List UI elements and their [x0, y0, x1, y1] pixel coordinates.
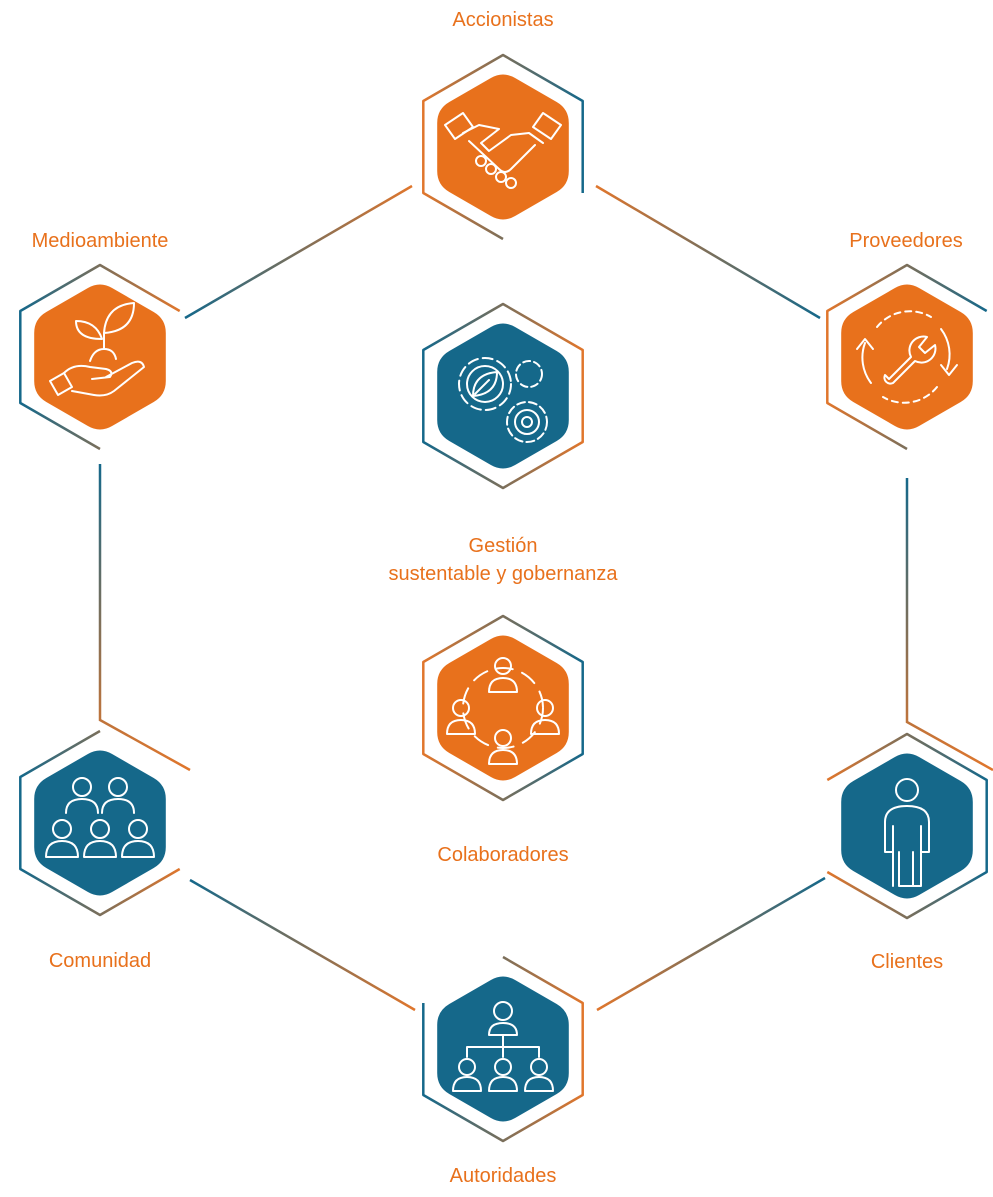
connector-accionistas-proveedores: [595, 184, 821, 320]
node-comunidad: [19, 729, 181, 917]
node-accionistas: [422, 53, 584, 241]
label-gestion-line2: sustentable y gobernanza: [388, 563, 618, 585]
handshake-icon: [444, 112, 562, 189]
label-comunidad: Comunidad: [48, 950, 152, 972]
node-hexagon-clientes: [841, 753, 973, 899]
label-clientes: Clientes: [870, 951, 944, 973]
node-medioambiente: [19, 263, 181, 451]
connector-medioambiente-comunidad: [98, 464, 191, 772]
node-clientes: [826, 732, 988, 920]
person-icon: [884, 778, 930, 887]
connector-proveedores-clientes: [905, 478, 993, 772]
node-frame-proveedores: [826, 263, 988, 451]
node-hexagon-medioambiente: [34, 284, 166, 430]
connector-accionistas-medioambiente: [184, 184, 413, 320]
wrench-cycle-icon: [856, 310, 958, 404]
connector-autoridades-comunidad: [189, 878, 416, 1012]
connector-lines: [98, 184, 993, 1012]
node-autoridades: [422, 955, 584, 1143]
node-hexagon-comunidad: [34, 750, 166, 896]
org-chart-icon: [452, 1001, 554, 1092]
plant-in-hand-icon: [49, 302, 145, 397]
gears-leaf-icon: [458, 357, 548, 443]
node-hexagon-proveedores: [841, 284, 973, 430]
node-gestion: [422, 302, 584, 490]
label-accionistas: Accionistas: [452, 9, 554, 31]
group-icon: [45, 777, 155, 858]
connector-clientes-autoridades: [596, 876, 826, 1012]
node-colaboradores: [422, 614, 584, 802]
node-frame-medioambiente: [19, 263, 181, 451]
label-autoridades: Autoridades: [449, 1165, 557, 1187]
node-hexagon-colaboradores: [437, 635, 569, 781]
label-proveedores: Proveedores: [849, 230, 963, 252]
node-frame-autoridades: [422, 955, 584, 1143]
label-colaboradores: Colaboradores: [437, 844, 569, 866]
team-circle-icon: [446, 657, 560, 765]
node-frame-accionistas: [422, 53, 584, 241]
node-frame-comunidad: [19, 729, 181, 917]
label-gestion-line1: Gestión: [468, 535, 538, 557]
node-hexagon-accionistas: [437, 74, 569, 220]
node-frame-clientes: [826, 732, 988, 920]
node-proveedores: [826, 263, 988, 451]
node-hexagon-gestion: [437, 323, 569, 469]
label-medioambiente: Medioambiente: [31, 230, 169, 252]
